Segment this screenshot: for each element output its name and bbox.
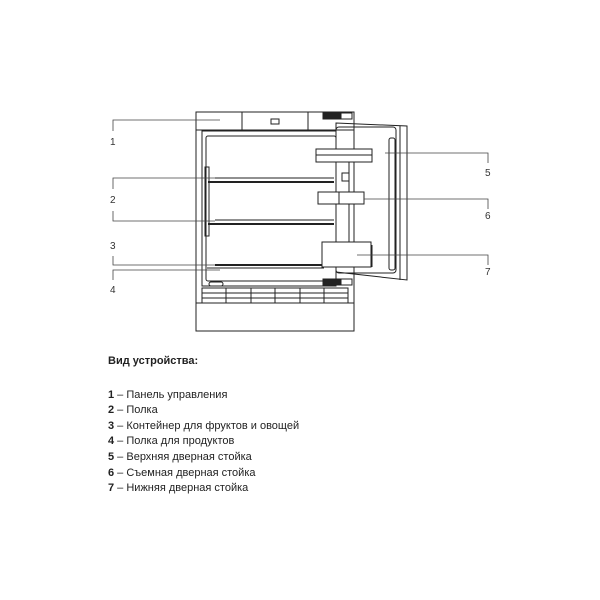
legend-text: Верхняя дверная стойка bbox=[126, 450, 252, 463]
legend-num: 2 bbox=[108, 404, 115, 417]
callout-5: 5 bbox=[485, 168, 491, 179]
shelf-upper bbox=[208, 177, 334, 183]
legend-item: 3 – Контейнер для фруктов и овощей bbox=[108, 419, 300, 432]
top-hinge bbox=[322, 112, 342, 120]
legend-text: Съемная дверная стойка bbox=[126, 466, 256, 479]
legend-text: Панель управления bbox=[126, 388, 228, 401]
legend-num: 3 bbox=[108, 419, 115, 432]
legend-text: Полка для продуктов bbox=[126, 435, 235, 448]
legend-title: Вид устройства: bbox=[108, 355, 199, 367]
legend: Вид устройства: 1 – Панель управления 2 … bbox=[108, 354, 299, 497]
legend-num: 7 bbox=[108, 482, 115, 495]
control-display bbox=[270, 118, 280, 125]
callout-4: 4 bbox=[110, 285, 116, 296]
door-latch bbox=[341, 172, 350, 182]
legend-num: 6 bbox=[108, 466, 115, 479]
lower-door-rack bbox=[321, 241, 372, 268]
top-hinge-cap bbox=[340, 112, 353, 120]
callout-3: 3 bbox=[110, 241, 116, 252]
legend-item: 4 – Полка для продуктов bbox=[108, 435, 235, 448]
callout-6: 6 bbox=[485, 211, 491, 222]
callout-2: 2 bbox=[110, 195, 116, 206]
ventilation-grille bbox=[201, 287, 349, 304]
legend-item: 5 – Верхняя дверная стойка bbox=[108, 450, 252, 463]
leader-lines bbox=[112, 119, 489, 280]
bottom-hinge bbox=[322, 278, 342, 286]
shelf-lower bbox=[208, 219, 334, 225]
legend-num: 1 bbox=[108, 388, 115, 401]
legend-item: 6 – Съемная дверная стойка bbox=[108, 466, 256, 479]
legend-item: 2 – Полка bbox=[108, 404, 158, 417]
legend-num: 4 bbox=[108, 435, 115, 448]
callout-1: 1 bbox=[110, 137, 116, 148]
legend-item: 7 – Нижняя дверная стойка bbox=[108, 482, 249, 495]
legend-text: Нижняя дверная стойка bbox=[126, 482, 249, 495]
product-shelf bbox=[207, 264, 324, 269]
legend-item: 1 – Панель управления bbox=[108, 388, 228, 401]
legend-text: Контейнер для фруктов и овощей bbox=[126, 419, 300, 432]
control-panel bbox=[241, 111, 309, 131]
shelf-support bbox=[204, 166, 210, 237]
removable-door-rack bbox=[317, 191, 365, 205]
callout-7: 7 bbox=[485, 267, 491, 278]
drain-slot bbox=[208, 281, 224, 287]
legend-text: Полка bbox=[126, 404, 158, 417]
legend-num: 5 bbox=[108, 450, 115, 463]
bottom-hinge-cap bbox=[340, 278, 353, 286]
